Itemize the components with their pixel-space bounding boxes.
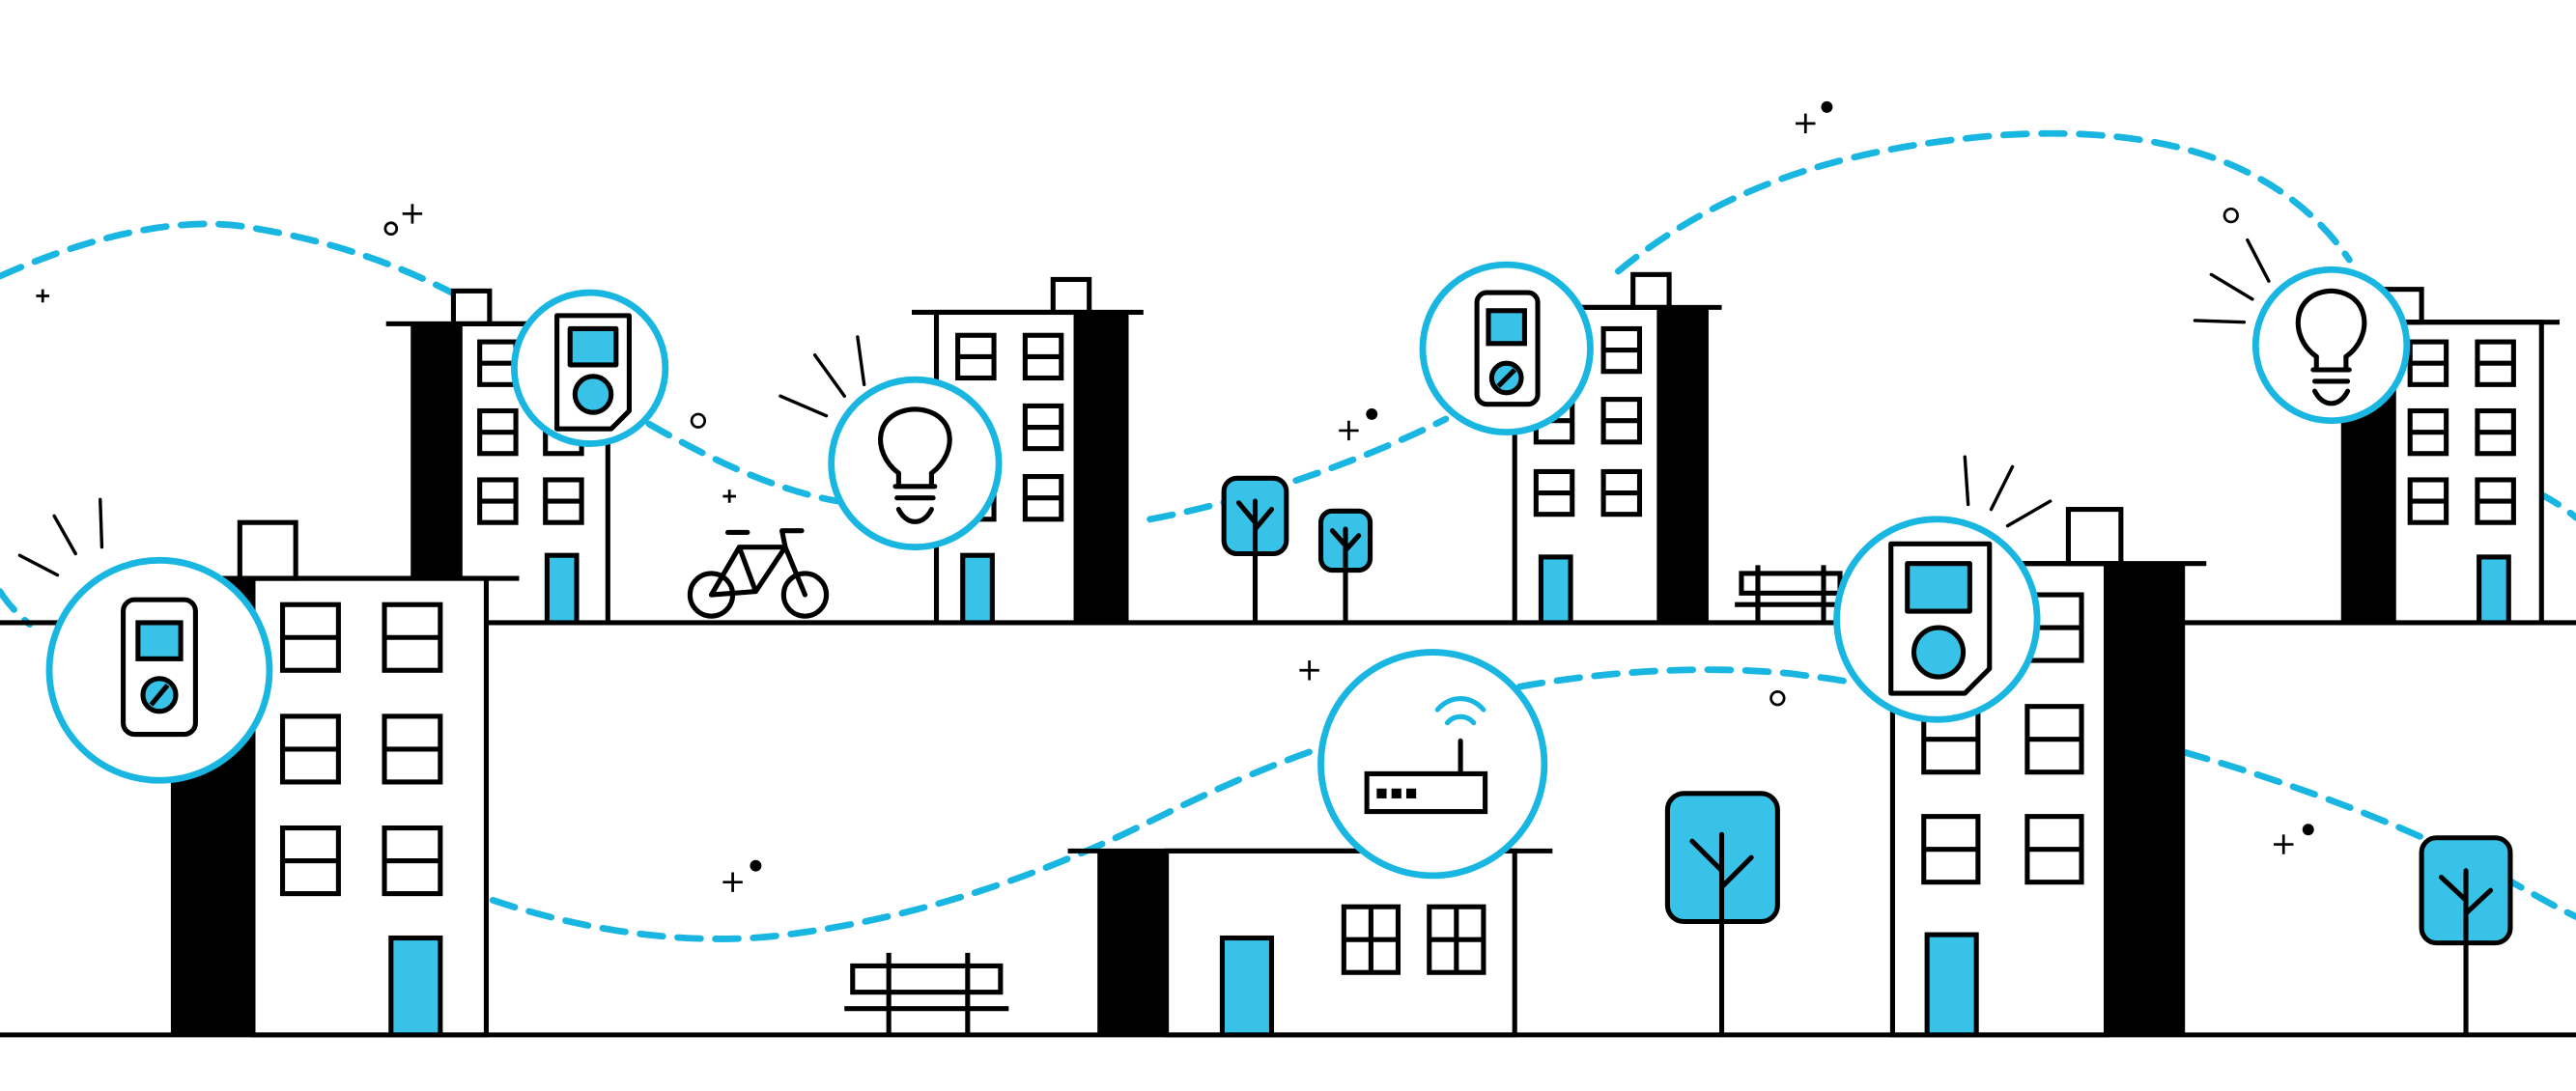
sparkle-icon xyxy=(1963,455,2052,528)
smart-meter-badge-large xyxy=(17,497,273,784)
wifi-router-icon xyxy=(1364,696,1488,815)
tree-icon xyxy=(1221,475,1289,626)
building-lower-f xyxy=(1067,848,1553,1038)
smart-meter-badge xyxy=(1419,261,1594,436)
smart-meter-icon xyxy=(1474,290,1541,407)
connection-line-meter-to-bulb xyxy=(645,420,841,505)
sparkle-icon xyxy=(778,335,866,418)
building-lower-e xyxy=(148,519,520,1038)
lightbulb-badge xyxy=(2193,238,2411,425)
tree-icon xyxy=(1317,508,1373,626)
sparkle-icon xyxy=(2193,238,2271,324)
smart-meter-icon xyxy=(1888,541,1993,696)
connection-line-lower-left xyxy=(489,743,1326,942)
connection-line-router-to-meter xyxy=(1515,666,1852,690)
lightbulb-icon xyxy=(2295,288,2367,406)
door xyxy=(544,552,580,626)
sparkle-icon xyxy=(36,113,2294,892)
wifi-router-badge xyxy=(1317,649,1548,880)
lightbulb-icon xyxy=(878,406,952,524)
connection-line-upper-arc xyxy=(1614,129,2353,275)
door xyxy=(388,935,443,1038)
tree-icon xyxy=(1664,791,1780,1038)
connection-line-lower-right xyxy=(2181,748,2576,920)
connection-line-left-edge xyxy=(0,588,34,629)
bicycle-icon xyxy=(687,528,830,619)
smart-meter-badge-large xyxy=(1833,455,2052,723)
bench-icon xyxy=(1735,565,1847,623)
building-upper-b xyxy=(911,276,1144,626)
lightbulb-badge xyxy=(778,335,1003,551)
door xyxy=(960,552,995,626)
building-upper-d xyxy=(2316,287,2560,626)
smart-meter-icon xyxy=(121,597,198,738)
bench-icon xyxy=(844,952,1009,1035)
sparkle-icon xyxy=(17,497,104,577)
connection-line-mid-upper xyxy=(1146,415,1450,523)
tree-icon xyxy=(2419,835,2513,1038)
smart-meter-icon xyxy=(554,313,632,432)
connection-line-upper-left xyxy=(0,220,456,296)
sparkle-dots xyxy=(750,100,2314,872)
door xyxy=(1538,554,1573,626)
smart-meter-badge xyxy=(510,289,669,447)
door xyxy=(1924,932,1979,1038)
door xyxy=(2477,554,2511,626)
door xyxy=(1219,935,1275,1038)
